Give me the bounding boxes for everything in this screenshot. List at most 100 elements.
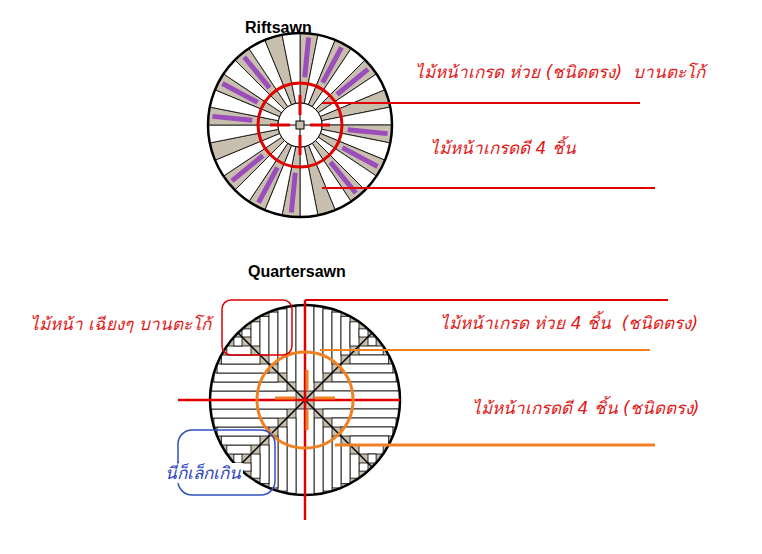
log-outline — [208, 33, 392, 217]
callout-label: ไม้หน้า เฉียงๆ บานตะโก้ — [30, 314, 211, 334]
board — [210, 400, 296, 409]
board — [368, 337, 376, 346]
board-wedge — [282, 33, 300, 103]
purple-strip — [221, 81, 259, 104]
board — [305, 409, 314, 495]
board — [368, 454, 376, 463]
board — [314, 391, 400, 400]
board — [227, 445, 251, 454]
board — [314, 307, 323, 382]
pith — [296, 121, 304, 129]
board — [341, 364, 393, 373]
board — [242, 329, 251, 337]
board — [350, 355, 389, 364]
board — [269, 312, 278, 364]
diagram-heading: Riftsawn — [245, 18, 312, 37]
board — [269, 436, 278, 488]
board — [296, 305, 305, 391]
red-dash — [299, 135, 302, 155]
purple-strip — [348, 127, 388, 136]
board — [314, 400, 400, 409]
board — [323, 309, 332, 373]
purple-strip — [341, 145, 379, 168]
riftsawn-log — [208, 33, 392, 217]
board — [341, 427, 393, 436]
board — [359, 463, 368, 471]
callout-label: ไม้หน้าเกรดดี 4 ชิ้น (ชนิดตรง) — [472, 398, 699, 418]
red-dash — [310, 124, 330, 127]
board — [305, 305, 314, 391]
board — [350, 322, 359, 346]
purple-strip — [336, 67, 370, 96]
purple-strip — [256, 166, 279, 204]
purple-strip — [212, 114, 252, 123]
board — [221, 436, 260, 445]
orange-dash — [306, 410, 309, 430]
red-outline — [222, 300, 292, 355]
orange-dash — [315, 397, 335, 400]
purple-strip — [320, 46, 343, 84]
board — [242, 463, 251, 471]
board — [296, 409, 305, 495]
note-label: นี่ก็เล็กเกิน — [163, 463, 243, 483]
leader-line — [320, 349, 650, 351]
orange-dash — [306, 370, 309, 390]
board — [212, 382, 287, 391]
diagram-heading: Quartersawn — [248, 262, 346, 281]
purple-strip — [289, 173, 298, 213]
board-wedge — [300, 147, 318, 217]
purple-strip — [212, 114, 252, 123]
board-wedge — [322, 107, 392, 125]
purple-strip — [230, 154, 264, 183]
red-dash — [270, 124, 290, 127]
board — [260, 445, 269, 484]
purple-strip — [242, 55, 271, 89]
purple-strip — [348, 127, 388, 136]
board — [217, 427, 269, 436]
board — [350, 454, 359, 478]
red-axis — [304, 300, 307, 520]
board — [221, 355, 260, 364]
purple-strip — [242, 55, 271, 89]
purple-strip — [256, 166, 279, 204]
board — [251, 454, 260, 478]
board — [210, 391, 296, 400]
leader-line — [305, 299, 668, 301]
board — [287, 418, 296, 493]
purple-strip — [302, 37, 311, 77]
board — [323, 427, 332, 491]
board — [278, 427, 287, 491]
board — [278, 309, 287, 373]
board — [332, 418, 396, 427]
board — [214, 373, 278, 382]
purple-strip — [302, 37, 311, 77]
callout-label: ไม้หน้าเกรด ห่วย 4 ชิ้น (ชนิดตรง) — [440, 313, 698, 333]
purple-strip — [221, 81, 259, 104]
board — [234, 337, 242, 346]
red-dash — [299, 95, 302, 115]
leader-lines — [178, 83, 668, 520]
purple-strip — [329, 161, 358, 195]
purple-strip — [320, 46, 343, 84]
board — [260, 316, 269, 355]
purple-strip — [341, 145, 379, 168]
red-circle — [258, 83, 342, 167]
board — [212, 409, 287, 418]
board — [251, 322, 260, 346]
leader-line — [322, 102, 640, 104]
board — [341, 445, 350, 484]
callout-label: ไม้หน้าเกรดดี 4 ชิ้น — [430, 138, 576, 158]
board — [332, 373, 396, 382]
board — [234, 454, 242, 463]
board — [323, 382, 398, 391]
purple-strip — [289, 173, 298, 213]
purple-strip — [336, 67, 370, 96]
red-axis — [178, 399, 400, 402]
orange-dash — [275, 397, 295, 400]
purple-strip — [329, 161, 358, 195]
callout-label: ไม้หน้าเกรด ห่วย (ชนิดตรง) บานตะโก้ — [415, 62, 705, 82]
board — [359, 329, 368, 337]
board — [214, 418, 278, 427]
